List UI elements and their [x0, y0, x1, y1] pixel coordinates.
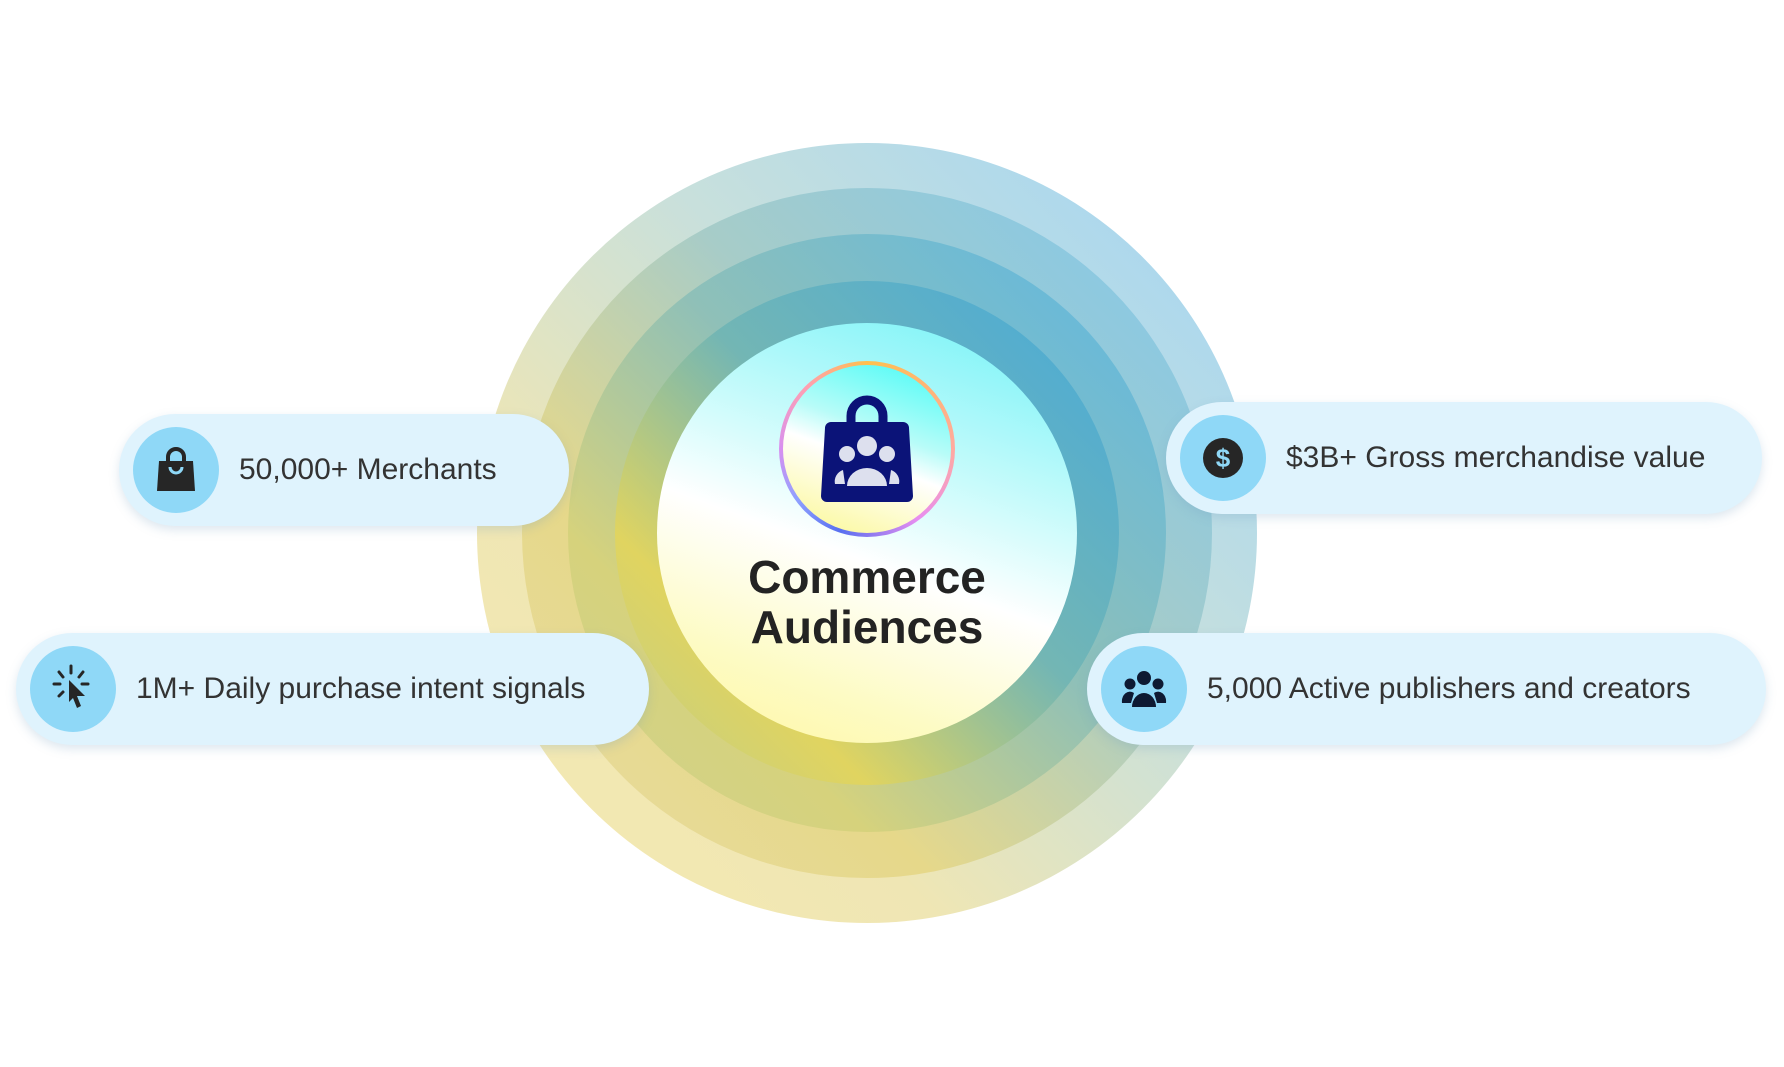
- stat-purchase-intent: 1M+ Daily purchase intent signals: [16, 633, 649, 745]
- center-title-line2: Audiences: [750, 601, 984, 653]
- center-title-line1: Commerce: [748, 551, 986, 603]
- cursor-click-icon: [30, 646, 116, 732]
- shopping-bag-audience-icon: [821, 395, 913, 502]
- center-badge: [779, 361, 955, 537]
- stat-gmv: $ $3B+ Gross merchandise value: [1166, 402, 1762, 514]
- dollar-icon: $: [1180, 415, 1266, 501]
- shopping-bag-icon: [133, 427, 219, 513]
- svg-text:$: $: [1216, 443, 1231, 473]
- stat-label: $3B+ Gross merchandise value: [1286, 441, 1706, 474]
- stat-label: 50,000+ Merchants: [239, 453, 497, 486]
- stat-publishers: 5,000 Active publishers and creators: [1087, 633, 1766, 745]
- people-group-icon: [1101, 646, 1187, 732]
- stat-merchants: 50,000+ Merchants: [119, 414, 569, 526]
- stat-label: 1M+ Daily purchase intent signals: [136, 672, 586, 705]
- stat-label: 5,000 Active publishers and creators: [1207, 672, 1691, 705]
